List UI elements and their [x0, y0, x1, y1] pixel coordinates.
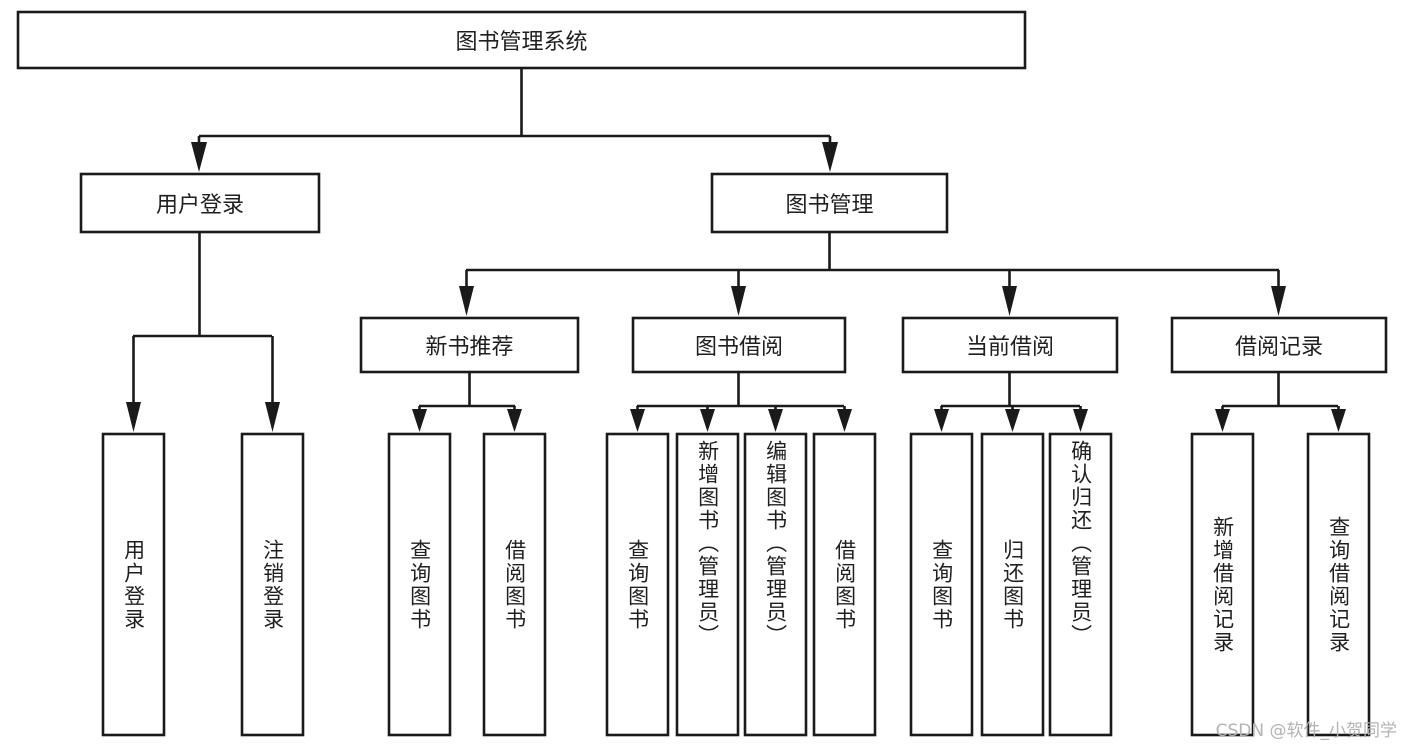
arrow-head-leaf-return-book — [1005, 409, 1020, 432]
node-box-book-borrow[interactable] — [631, 316, 847, 374]
node-box-leaf-user-login[interactable] — [101, 432, 166, 737]
connector-root-to-level2 — [191, 68, 838, 172]
node-box-leaf-query-book-rec[interactable] — [387, 432, 452, 737]
arrow-head-book-borrow — [731, 286, 746, 316]
node-box-leaf-edit-book[interactable] — [743, 432, 808, 737]
node-box-leaf-borrow-book-rec[interactable] — [482, 432, 547, 737]
connector-current-borrow-to-leaves — [934, 372, 1088, 432]
arrow-head-leaf-add-record — [1215, 409, 1230, 432]
node-box-leaf-query-book-borrow[interactable] — [605, 432, 670, 737]
arrow-head-book-manage — [822, 142, 838, 172]
node-box-leaf-query-record[interactable] — [1306, 432, 1371, 737]
node-box-leaf-logout[interactable] — [240, 432, 305, 737]
node-box-leaf-add-record[interactable] — [1190, 432, 1255, 737]
arrow-head-leaf-borrow-book — [837, 409, 852, 432]
arrow-head-leaf-edit-book — [768, 409, 783, 432]
node-box-leaf-return-book[interactable] — [980, 432, 1045, 737]
node-box-leaf-borrow-book[interactable] — [812, 432, 877, 737]
arrow-head-leaf-logout — [265, 402, 280, 432]
arrow-head-leaf-query-book-borrow — [630, 409, 645, 432]
arrow-head-leaf-add-book — [700, 409, 715, 432]
arrow-head-new-book-rec — [459, 286, 474, 316]
node-box-new-book-rec[interactable] — [359, 316, 580, 374]
node-box-leaf-confirm-return[interactable] — [1048, 432, 1113, 737]
node-box-borrow-record[interactable] — [1170, 316, 1388, 374]
arrow-head-leaf-user-login — [126, 402, 141, 432]
connector-borrow-record-to-leaves — [1215, 372, 1346, 432]
arrow-head-leaf-query-record — [1331, 409, 1346, 432]
arrow-head-leaf-confirm-return — [1073, 409, 1088, 432]
node-box-root[interactable] — [16, 10, 1027, 70]
connector-book-manage-to-level3 — [459, 232, 1286, 316]
node-box-leaf-add-book[interactable] — [675, 432, 740, 737]
arrow-head-user-login — [191, 142, 207, 172]
watermark-text: CSDN @软件_小贺同学 — [1215, 721, 1397, 741]
node-box-book-manage[interactable] — [710, 172, 949, 234]
connector-book-borrow-to-leaves — [630, 372, 852, 432]
connector-user-login-to-leaves — [126, 232, 280, 432]
connector-new-book-rec-to-leaves — [412, 372, 522, 432]
arrow-head-borrow-record — [1271, 286, 1286, 316]
arrow-head-leaf-query-book-cur — [934, 409, 949, 432]
node-box-user-login[interactable] — [79, 172, 321, 234]
node-box-current-borrow[interactable] — [901, 316, 1119, 374]
arrow-head-leaf-borrow-book-rec — [507, 409, 522, 432]
arrow-head-leaf-query-book-rec — [412, 409, 427, 432]
node-box-leaf-query-book-cur[interactable] — [909, 432, 974, 737]
arrow-head-current-borrow — [1002, 286, 1017, 316]
